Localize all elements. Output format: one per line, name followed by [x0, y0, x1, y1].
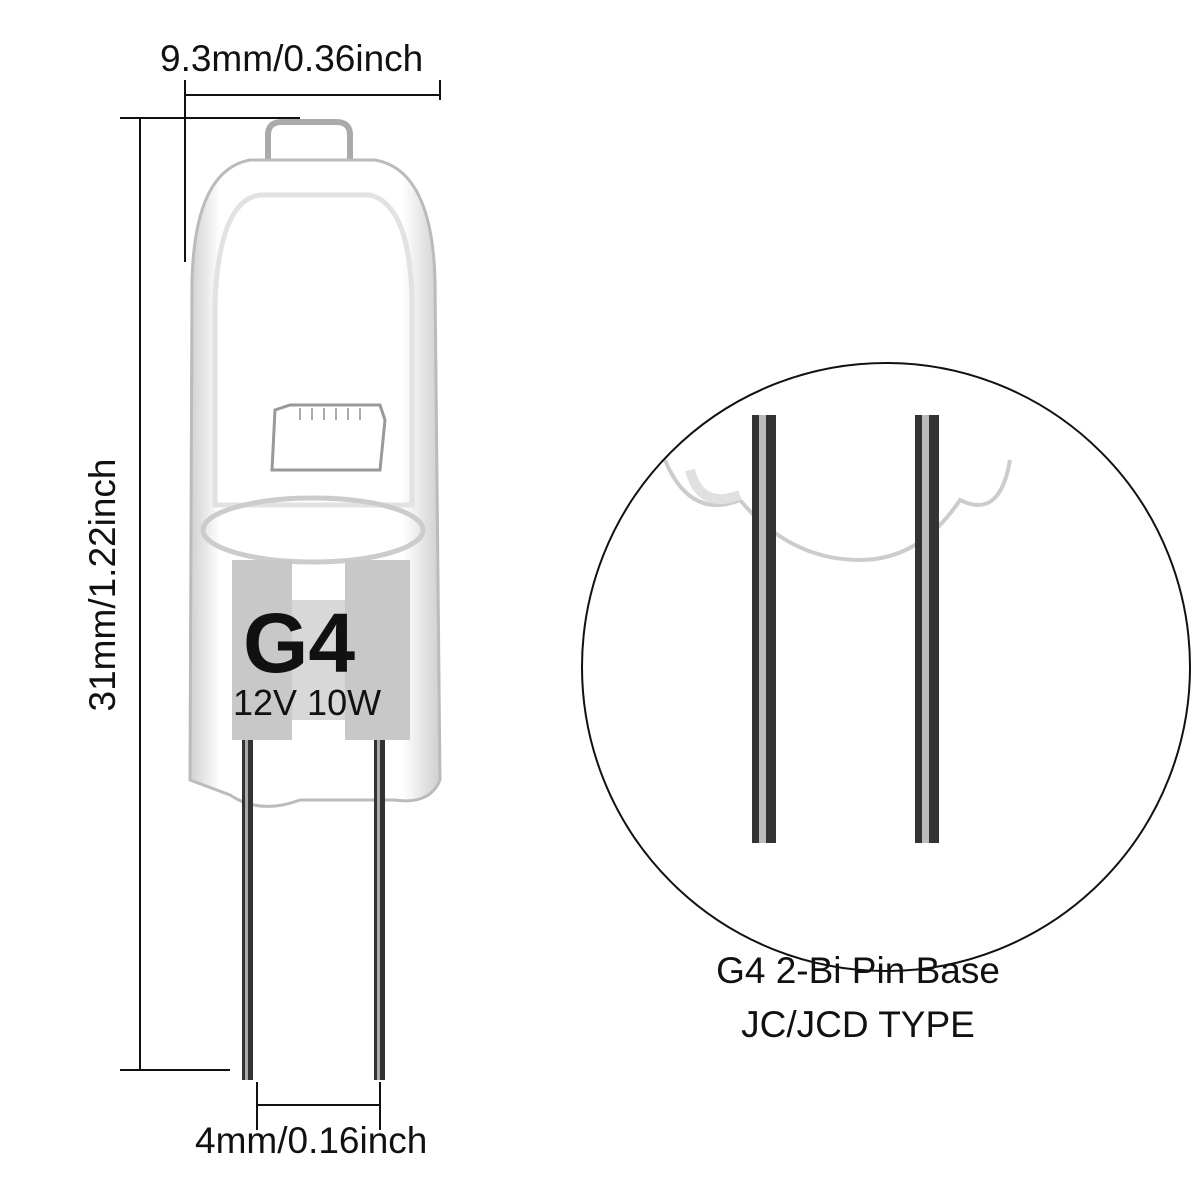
width-dimension-label: 9.3mm/0.36inch	[160, 38, 424, 79]
height-dimension-label: 31mm/1.22inch	[82, 458, 123, 712]
pin-spacing-dimension	[256, 1082, 381, 1130]
pin-detail-circle	[581, 362, 1191, 972]
base-type-label: G4	[243, 596, 356, 690]
detail-caption-line1: G4 2-Bi Pin Base	[716, 950, 1000, 991]
width-dimension	[184, 80, 441, 262]
bulb-illustration	[188, 119, 442, 1080]
detail-caption-line2: JC/JCD TYPE	[741, 1004, 975, 1045]
height-dimension	[120, 117, 300, 1071]
pin-spacing-label: 4mm/0.16inch	[195, 1120, 428, 1161]
rating-label: 12V 10W	[233, 682, 382, 723]
